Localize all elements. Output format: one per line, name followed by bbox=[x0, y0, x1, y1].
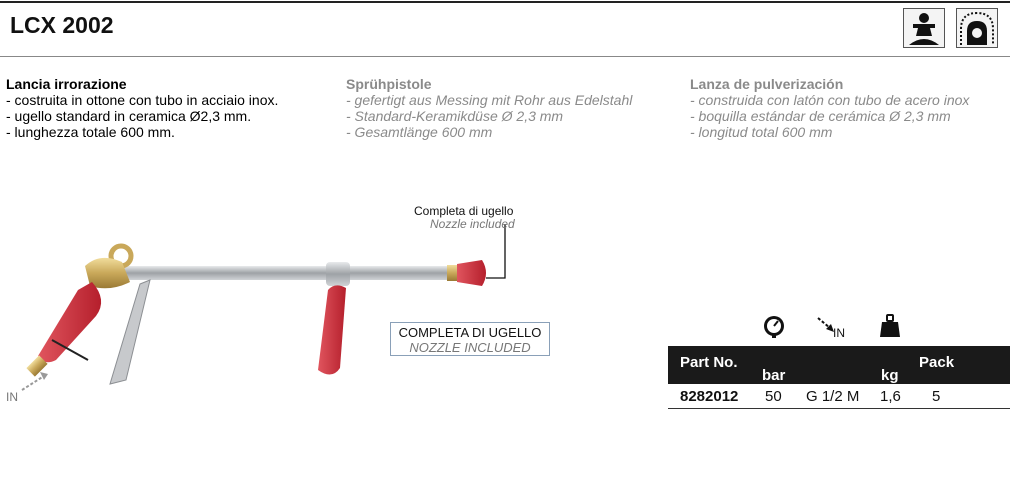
nozzle-box-it: COMPLETA DI UGELLO bbox=[398, 325, 542, 340]
description-de-line: - Standard-Keramikdüse Ø 2,3 mm bbox=[346, 108, 564, 124]
spec-table: Part No. bar kg Pack 8282012 50 G 1/2 M … bbox=[668, 346, 1010, 409]
cell-weight: 1,6 bbox=[880, 388, 901, 405]
description-es-line: - boquilla estándar de cerámica Ø 2,3 mm bbox=[690, 108, 951, 124]
product-code: LCX 2002 bbox=[10, 12, 114, 38]
cleaning-arch-icon bbox=[960, 11, 994, 45]
description-it-line: - costruita in ottone con tubo in acciai… bbox=[6, 92, 279, 108]
inlet-icon-label: IN bbox=[833, 326, 845, 340]
description-de: Sprühpistole - gefertigt aus Messing mit… bbox=[346, 76, 632, 140]
description-es-line: - longitud total 600 mm bbox=[690, 124, 833, 140]
nozzle-box-en: NOZZLE INCLUDED bbox=[409, 340, 531, 355]
cell-part-no: 8282012 bbox=[680, 388, 739, 405]
cleaning-badge bbox=[956, 8, 998, 48]
operator-badge bbox=[903, 8, 945, 48]
nozzle-callout-en: Nozzle included bbox=[430, 217, 515, 231]
cell-pack: 5 bbox=[932, 388, 941, 405]
inlet-label: IN bbox=[6, 390, 18, 404]
spec-table-header: Part No. bar kg Pack bbox=[668, 346, 1010, 384]
col-pack: Pack bbox=[919, 354, 955, 371]
cell-inlet: G 1/2 M bbox=[806, 388, 860, 405]
description-de-line: - Gesamtlänge 600 mm bbox=[346, 124, 493, 140]
nozzle-included-box: COMPLETA DI UGELLO NOZZLE INCLUDED bbox=[390, 322, 550, 356]
description-es-line: - construida con latón con tubo de acero… bbox=[690, 92, 970, 108]
description-it-line: - ugello standard in ceramica Ø2,3 mm. bbox=[6, 108, 252, 124]
weight-icon bbox=[880, 314, 900, 337]
inlet-arrow-icon bbox=[817, 317, 834, 332]
spray-lance-illustration bbox=[21, 224, 506, 391]
top-rule bbox=[0, 1, 1010, 3]
description-de-heading: Sprühpistole bbox=[346, 76, 432, 92]
header-rule bbox=[0, 56, 1010, 57]
operator-icon bbox=[909, 13, 939, 45]
description-es: Lanza de pulverización - construida con … bbox=[690, 76, 969, 140]
description-it: Lancia irrorazione - costruita in ottone… bbox=[6, 76, 278, 140]
table-row: 8282012 50 G 1/2 M 1,6 5 bbox=[668, 384, 1010, 409]
pressure-gauge-icon bbox=[764, 316, 784, 338]
description-it-line: - lunghezza totale 600 mm. bbox=[6, 124, 175, 140]
nozzle-callout-it: Completa di ugello bbox=[414, 204, 514, 218]
description-it-heading: Lancia irrorazione bbox=[6, 76, 127, 92]
col-weight: kg bbox=[881, 367, 899, 384]
col-part-no: Part No. bbox=[680, 354, 738, 371]
col-pressure: bar bbox=[762, 367, 786, 384]
nozzle-callout: Completa di ugello Nozzle included bbox=[414, 205, 515, 231]
description-de-line: - gefertigt aus Messing mit Rohr aus Ede… bbox=[346, 92, 633, 108]
description-es-heading: Lanza de pulverización bbox=[690, 76, 844, 92]
cell-pressure: 50 bbox=[765, 388, 782, 405]
